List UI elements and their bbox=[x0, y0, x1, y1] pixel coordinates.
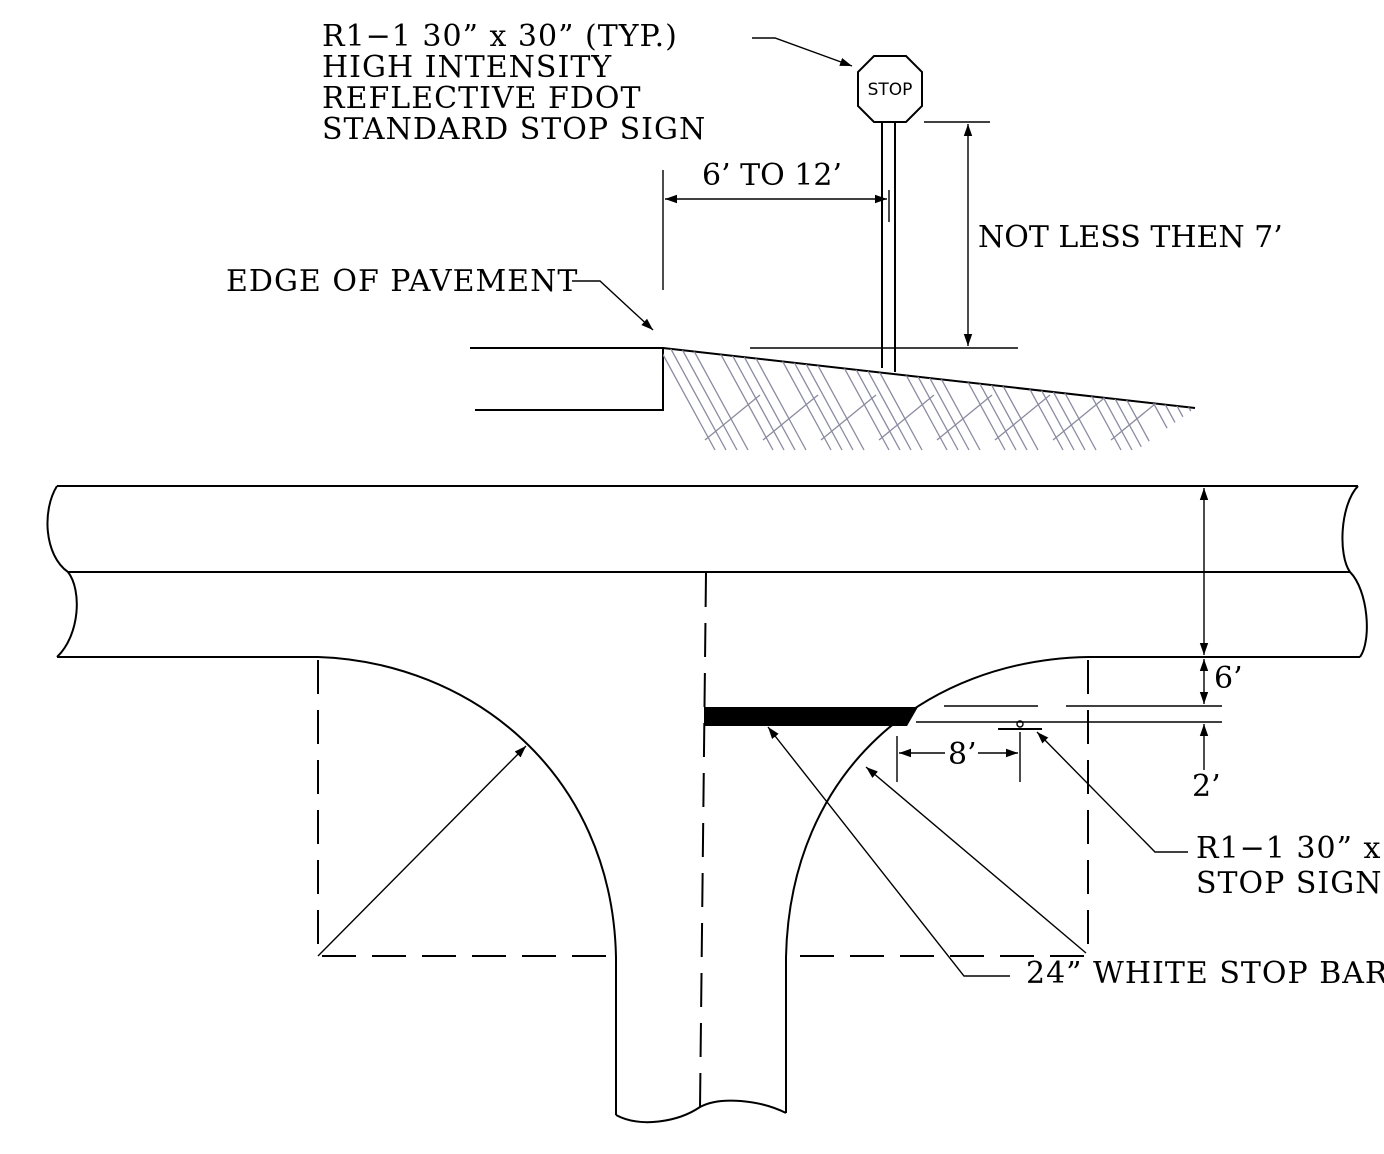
hatch-stroke bbox=[712, 348, 774, 451]
hatch-stroke bbox=[897, 348, 959, 451]
stop-sign-text: STOP bbox=[868, 80, 913, 100]
hatch-stroke bbox=[676, 348, 738, 451]
plan-sign-post bbox=[1016, 720, 1024, 728]
side-road-break-line bbox=[615, 1099, 787, 1124]
hatch-stroke bbox=[936, 394, 993, 441]
edge-of-pavement-leader bbox=[572, 280, 654, 331]
hatch-stroke bbox=[1227, 395, 1282, 440]
hatch-stroke bbox=[1129, 348, 1191, 451]
side-road-centerline bbox=[699, 572, 707, 1109]
hatch-stroke bbox=[803, 348, 865, 451]
left-radius-arrow bbox=[317, 745, 527, 957]
hatch-stroke bbox=[878, 394, 935, 441]
hatch-stroke bbox=[663, 348, 716, 451]
hatch-stroke bbox=[820, 394, 877, 441]
plan-sign-callout-line-1: R1−1 30” x bbox=[1196, 831, 1381, 866]
hatch-stroke bbox=[762, 394, 819, 441]
dim-2ft-label: 2’ bbox=[1192, 769, 1221, 804]
right-break-line bbox=[1341, 485, 1368, 658]
hatch-stroke bbox=[723, 348, 785, 451]
sign-callout-line-3: REFLECTIVE FDOT bbox=[322, 81, 642, 116]
soil-hatch bbox=[663, 340, 1282, 451]
plan-sign-callout-leader bbox=[1036, 731, 1188, 853]
hatch-stroke bbox=[1002, 348, 1064, 451]
hatch-stroke bbox=[734, 348, 796, 451]
edge-of-pavement-label: EDGE OF PAVEMENT bbox=[226, 264, 578, 299]
hatch-stroke bbox=[955, 348, 1017, 451]
stop-bar-label: 24” WHITE STOP BAR bbox=[1026, 956, 1384, 991]
sign-callout-line-1: R1−1 30” x 30” (TYP.) bbox=[322, 19, 678, 54]
stop-bar-leader-2 bbox=[865, 766, 1087, 954]
hatch-stroke bbox=[966, 348, 1028, 451]
hatch-stroke bbox=[1168, 394, 1195, 441]
hatch-stroke bbox=[1187, 348, 1195, 451]
plan-view: 6’ 2’ 8’ R1−1 30” x STOP SIGN 24” WHITE … bbox=[46, 485, 1384, 1124]
sign-callout-leader bbox=[752, 37, 853, 67]
hatch-stroke bbox=[704, 394, 761, 441]
hatch-stroke bbox=[687, 348, 749, 451]
stop-bar-leader-1 bbox=[767, 726, 1010, 977]
dim-6ft-label: 6’ bbox=[1214, 661, 1243, 696]
hatch-stroke bbox=[839, 348, 901, 451]
dim-8ft-label: 8’ bbox=[948, 737, 977, 772]
hatch-stroke bbox=[944, 348, 1006, 451]
pavement-section bbox=[470, 347, 664, 411]
hatch-stroke bbox=[792, 348, 854, 451]
hatch-stroke bbox=[1060, 348, 1122, 451]
offset-dimension-label: 6’ TO 12’ bbox=[702, 158, 842, 193]
hatch-stroke bbox=[781, 348, 843, 451]
hatch-stroke bbox=[770, 348, 832, 451]
height-dimension-label: NOT LESS THEN 7’ bbox=[978, 220, 1283, 255]
sign-callout-line-4: STANDARD STOP SIGN bbox=[322, 112, 706, 147]
stop-bar bbox=[704, 707, 918, 726]
hatch-stroke bbox=[1082, 348, 1144, 451]
hatch-stroke bbox=[908, 348, 970, 451]
hatch-stroke bbox=[1118, 348, 1180, 451]
stop-sign-octagon bbox=[857, 55, 923, 123]
hatch-stroke bbox=[1210, 340, 1270, 450]
hatch-stroke bbox=[665, 348, 727, 451]
hatch-stroke bbox=[861, 348, 923, 451]
hatch-stroke bbox=[1093, 348, 1155, 451]
hatch-stroke bbox=[828, 348, 890, 451]
elevation-view: R1−1 30” x 30” (TYP.) HIGH INTENSITY REF… bbox=[226, 19, 1283, 451]
hatch-stroke bbox=[1140, 348, 1195, 451]
hatch-stroke bbox=[1176, 348, 1195, 451]
hatch-stroke bbox=[1052, 394, 1109, 441]
hatch-stroke bbox=[1013, 348, 1075, 451]
hatch-stroke bbox=[1199, 340, 1259, 450]
left-curb-return bbox=[317, 656, 617, 958]
left-break-line bbox=[46, 485, 78, 658]
hatch-stroke bbox=[919, 348, 981, 451]
hatch-stroke bbox=[994, 394, 1051, 441]
right-curb-return bbox=[785, 656, 1089, 958]
plan-sign-callout-line-2: STOP SIGN bbox=[1196, 866, 1383, 901]
hatch-stroke bbox=[1151, 348, 1195, 451]
hatch-stroke bbox=[745, 348, 807, 451]
sign-callout-line-2: HIGH INTENSITY bbox=[322, 50, 612, 85]
hatch-stroke bbox=[977, 348, 1039, 451]
